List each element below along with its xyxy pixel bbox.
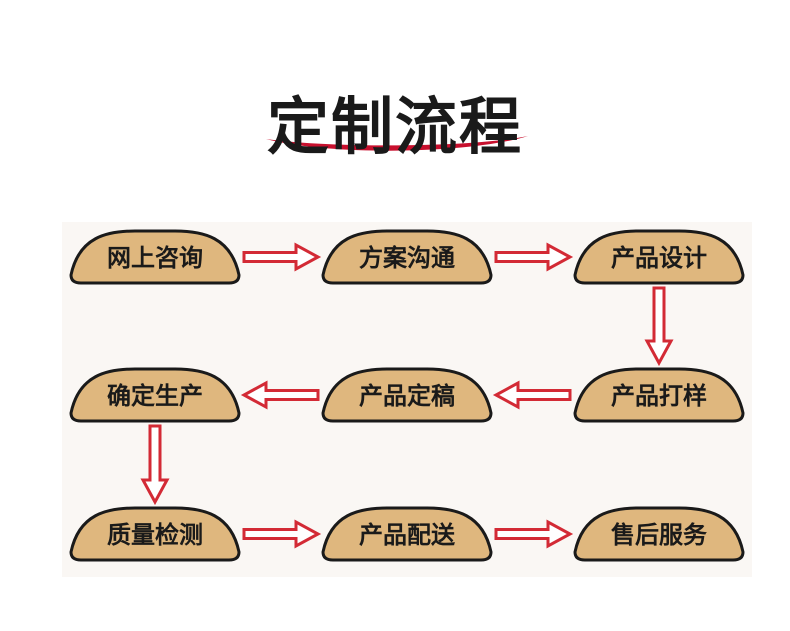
flow-node-label: 售后服务 — [611, 521, 708, 549]
title-area: 定制流程 — [0, 62, 790, 163]
flow-node-shape — [321, 506, 493, 562]
flow-node-3: 产品设计 — [573, 229, 745, 285]
flow-arrow-6 — [140, 424, 170, 506]
arrow-layer — [140, 242, 674, 549]
flow-node-label: 产品设计 — [611, 244, 707, 272]
flow-node-6: 确定生产 — [69, 367, 241, 423]
flow-node-9: 售后服务 — [573, 506, 745, 562]
flow-node-5: 产品定稿 — [321, 367, 493, 423]
flow-node-shape — [69, 506, 241, 562]
flow-arrow-8 — [494, 519, 574, 549]
title-underline — [266, 136, 528, 151]
flow-node-4: 产品打样 — [573, 367, 745, 423]
flow-node-shape — [573, 367, 745, 423]
flow-node-2: 方案沟通 — [321, 229, 493, 285]
flow-node-label: 质量检测 — [107, 521, 203, 549]
flow-node-shape — [69, 229, 241, 285]
flow-node-8: 产品配送 — [321, 506, 493, 562]
flow-node-label: 网上咨询 — [107, 244, 203, 272]
flow-node-label: 产品定稿 — [359, 382, 455, 410]
page-title: 定制流程 — [266, 90, 523, 163]
flow-arrow-2 — [494, 242, 574, 272]
flow-node-shape — [573, 229, 745, 285]
flow-node-shape — [69, 367, 241, 423]
flow-arrow-3 — [644, 286, 674, 367]
flow-arrow-7 — [242, 519, 322, 549]
flow-node-1: 网上咨询 — [69, 229, 241, 285]
flow-node-label: 确定生产 — [107, 382, 203, 410]
flow-node-shape — [321, 229, 493, 285]
flow-node-label: 产品配送 — [359, 521, 456, 549]
flow-node-label: 方案沟通 — [359, 244, 455, 272]
flow-node-shape — [573, 506, 745, 562]
flow-arrow-5 — [240, 380, 320, 410]
flow-node-shape — [321, 367, 493, 423]
flow-arrow-1 — [242, 242, 322, 272]
flow-node-7: 质量检测 — [69, 506, 241, 562]
flow-arrow-4 — [492, 380, 572, 410]
flow-node-label: 产品打样 — [611, 382, 707, 410]
